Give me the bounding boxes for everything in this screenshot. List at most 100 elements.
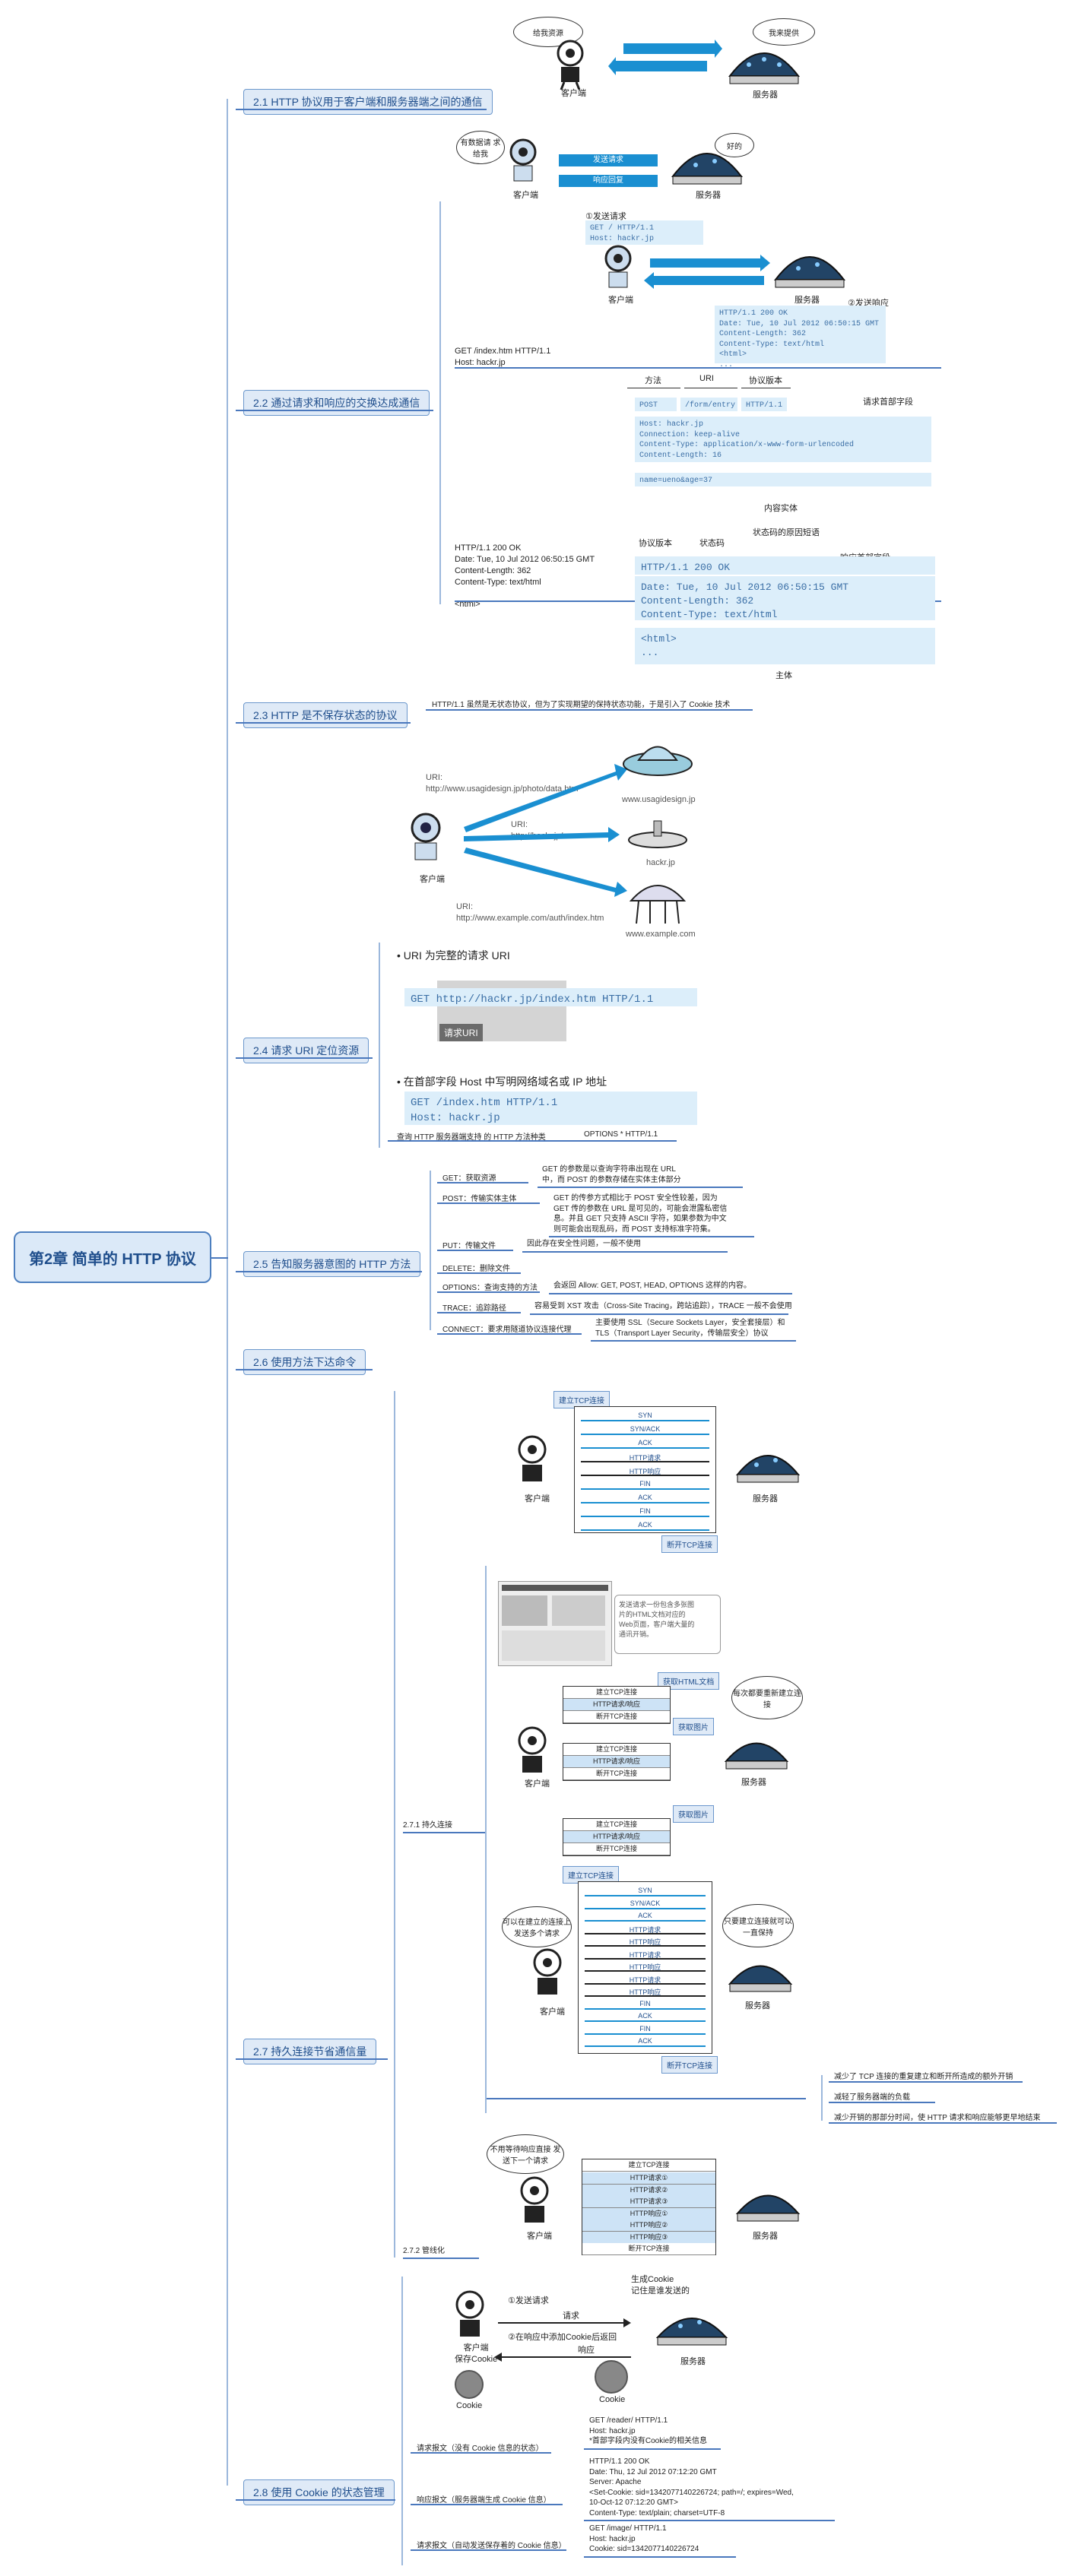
- section-2-7[interactable]: 2.7 持久连接节省通信量: [243, 2039, 377, 2064]
- method-description: 会返回 Allow: GET, POST, HEAD, OPTIONS 这样的内…: [553, 1282, 752, 1290]
- conn-row: 建立TCP连接: [563, 1819, 670, 1831]
- section-2-3[interactable]: 2.3 HTTP 是不保存状态的协议: [243, 702, 408, 728]
- request-code: GET / HTTP/1.1 Host: hackr.jp: [585, 220, 703, 245]
- root-connector: [211, 1257, 228, 1259]
- robot-client-icon: [518, 1726, 547, 1773]
- sequence-label: HTTP响应: [629, 1963, 661, 1971]
- method-description: 容易受到 XST 攻击（Cross-Site Tracing，跨站追踪），TRA…: [534, 1302, 792, 1310]
- cookie-label: Cookie: [599, 2395, 626, 2404]
- sequence-row: SYN/ACK: [579, 1900, 712, 1909]
- benefit-underline: [829, 2081, 1023, 2083]
- benefit-underline: [829, 2102, 935, 2103]
- pipelining-underline: [403, 2258, 479, 2259]
- method-underline: [437, 1272, 521, 1274]
- response-arrow: [502, 2356, 631, 2358]
- step2-label: ②在响应中添加Cookie后返回: [508, 2333, 617, 2342]
- client-label: 客户端: [420, 875, 445, 884]
- sequence-arrow: [581, 1447, 709, 1449]
- persistent-connection-sub[interactable]: 2.7.1 持久连接: [403, 1821, 453, 1830]
- sequence-row: FIN: [575, 1507, 715, 1517]
- robot-client-icon: [518, 1435, 547, 1481]
- sequence-row: SYN: [579, 1887, 712, 1896]
- speech-bubble-client: 不用等待响应直接 发送下一个请求: [487, 2134, 564, 2174]
- sequence-row: HTTP请求: [579, 1950, 712, 1960]
- sequence-label: HTTP响应: [629, 1938, 661, 1946]
- section-2-4[interactable]: 2.4 请求 URI 定位资源: [243, 1038, 369, 1063]
- webpage-thumbnail: [498, 1581, 612, 1666]
- resp-body-label: 主体: [775, 671, 792, 680]
- conn-row: HTTP请求/响应: [563, 1756, 670, 1768]
- section-2-6[interactable]: 2.6 使用方法下达命令: [243, 1349, 366, 1375]
- description-underline: [549, 1236, 754, 1237]
- section-2-1[interactable]: 2.1 HTTP 协议用于客户端和服务器端之间的通信: [243, 89, 493, 115]
- sequence-row: FIN: [579, 2000, 712, 2010]
- method-description: GET 的传参方式相比于 POST 安全性较差，因为 GET 传的参数在 URL…: [553, 1194, 728, 1234]
- sequence-arrow: [585, 2020, 706, 2022]
- conn-row: 断开TCP连接: [563, 1711, 670, 1723]
- conn-row: 断开TCP连接: [563, 1843, 670, 1855]
- benefits-branch-line: [821, 2075, 823, 2121]
- section-2-8[interactable]: 2.8 使用 Cookie 的状态管理: [243, 2479, 395, 2505]
- options-text: OPTIONS * HTTP/1.1: [584, 1130, 658, 1139]
- uri-label: URI: [699, 374, 714, 383]
- response-code: HTTP/1.1 200 OK Date: Tue, 10 Jul 2012 0…: [715, 306, 886, 369]
- resp-version-label: 协议版本: [639, 539, 672, 548]
- method-description: 主要使用 SSL（Secure Sockets Layer，安全套接层）和 TL…: [595, 1319, 785, 1338]
- sequence-arrow: [581, 1488, 709, 1490]
- sequence-arrow: [585, 2007, 706, 2010]
- connection-box-2: 建立TCP连接 HTTP请求/响应 断开TCP连接: [563, 1743, 671, 1781]
- sequence-row: ACK: [579, 1912, 712, 1922]
- generate-cookie-label: 生成Cookie 记住是谁发送的: [631, 2275, 690, 2296]
- robot-client-icon: [411, 813, 441, 860]
- speech-bubble-server: 只要建立连接就可以一直保持: [722, 1904, 794, 1947]
- s4-branch-line: [379, 943, 380, 1148]
- s2-branch-line: [439, 201, 441, 604]
- method-underline: [437, 1250, 513, 1251]
- description-underline: [538, 1187, 743, 1188]
- benefit-1: 减少了 TCP 连接的重复建立和断开所造成的额外开销: [834, 2073, 1013, 2081]
- root-node[interactable]: 第2章 简单的 HTTP 协议: [14, 1231, 211, 1283]
- get-html-tag: 获取HTML文档: [658, 1672, 720, 1690]
- sequence-arrow: [585, 1907, 706, 1909]
- server-robot-icon: [655, 2318, 728, 2346]
- cookie-message-code: GET /reader/ HTTP/1.1 Host: hackr.jp *首部…: [589, 2416, 708, 2445]
- response-body: <html> ...: [635, 628, 935, 664]
- send-request-label: ①发送请求: [585, 212, 626, 221]
- sequence-label: FIN: [639, 1999, 651, 2007]
- benefit-3: 减少开销的那部分时间，使 HTTP 请求和响应能够更早地结束: [834, 2114, 1041, 2122]
- sequence-label: SYN: [638, 1887, 652, 1894]
- cookie-code-underline: [584, 2520, 835, 2521]
- robot-client-icon: [604, 245, 632, 288]
- request-uri-code: GET http://hackr.jp/index.htm HTTP/1.1: [404, 988, 697, 1006]
- sequence-label: HTTP请求: [629, 1976, 661, 1984]
- section-2-2[interactable]: 2.2 通过请求和响应的交换达成通信: [243, 390, 430, 416]
- server-robot-icon: [671, 153, 744, 185]
- request-method: POST: [635, 398, 677, 411]
- section-2-1-underline: [236, 109, 487, 110]
- server-robot-icon: [735, 2194, 801, 2222]
- sequence-arrow: [585, 1957, 706, 1960]
- speech-bubble-server: 好的: [715, 133, 754, 157]
- cookie-code-underline: [584, 2448, 721, 2450]
- sequence-row: HTTP请求: [579, 1925, 712, 1934]
- stateless-note-underline: [426, 709, 753, 711]
- sequence-label: FIN: [639, 2024, 651, 2033]
- persistent-underline: [403, 1832, 485, 1833]
- sequence-label: SYN/ACK: [630, 1899, 661, 1907]
- robot-client-icon: [533, 1948, 562, 1995]
- section-2-5[interactable]: 2.5 告知服务器意图的 HTTP 方法: [243, 1251, 421, 1277]
- conn-row: HTTP请求/响应: [563, 1831, 670, 1843]
- connection-box-1: 建立TCP连接 HTTP请求/响应 断开TCP连接: [563, 1686, 671, 1724]
- method-label: 方法: [645, 376, 661, 385]
- persistent-sequence-box: SYN SYN/ACK ACK HTTP请求 HTTP响应 HTTP请求 HTTP响应 HTT…: [578, 1881, 712, 2054]
- pipelining-sub[interactable]: 2.7.2 管线化: [403, 2247, 446, 2255]
- request-side-text: GET /index.htm HTTP/1.1 Host: hackr.jp: [455, 347, 551, 367]
- version-label: 协议版本: [749, 376, 782, 385]
- description-underline: [522, 1250, 728, 1253]
- bidirectional-arrow-icon: [644, 255, 770, 289]
- sequence-label: HTTP请求: [629, 1454, 661, 1462]
- sequence-row: ACK: [575, 1494, 715, 1503]
- request-uri: /form/entry: [680, 398, 737, 411]
- sequence-arrow: [581, 1502, 709, 1503]
- sequence-arrow: [585, 1982, 706, 1985]
